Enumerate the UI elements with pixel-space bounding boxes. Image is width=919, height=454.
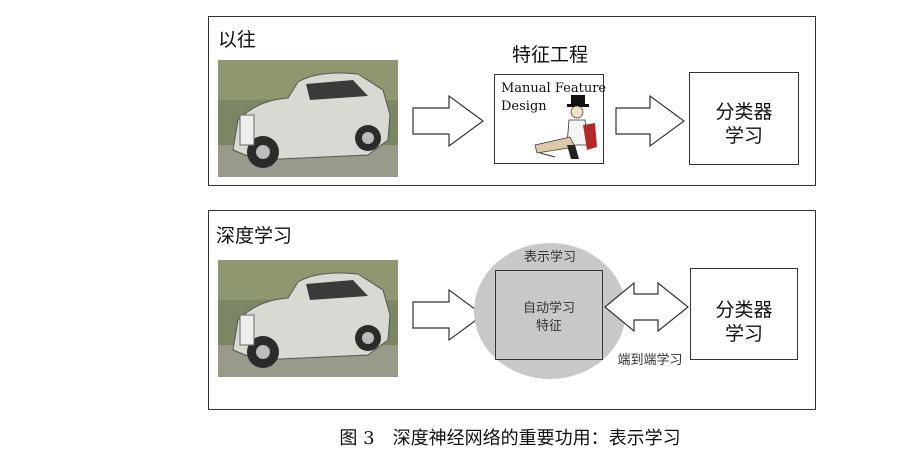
classifier-box-top: 分类器 学习 (689, 72, 799, 165)
feature-engineering-label: 特征工程 (495, 40, 605, 67)
car-photo-bottom (218, 260, 398, 377)
classifier-bottom-line2: 学习 (691, 319, 797, 346)
person-illustration (495, 75, 605, 165)
classifier-box-bottom: 分类器 学习 (690, 268, 798, 360)
manual-feature-box: Manual Feature Design (494, 74, 604, 164)
classifier-top-line1: 分类器 (690, 97, 798, 124)
figure-caption: 图 3 深度神经网络的重要功用：表示学习 (200, 424, 820, 450)
bottom-panel-title: 深度学习 (216, 221, 292, 248)
auto-feature-box: 自动学习 特征 (495, 270, 603, 360)
representation-learning-label: 表示学习 (500, 246, 600, 265)
classifier-bottom-line1: 分类器 (691, 295, 797, 322)
auto-feature-line2: 特征 (496, 315, 602, 334)
classifier-top-line2: 学习 (690, 121, 798, 148)
auto-feature-line1: 自动学习 (496, 297, 602, 316)
car-photo-top (218, 60, 398, 177)
end-to-end-label: 端到端学习 (605, 349, 695, 368)
top-panel-title: 以往 (218, 25, 256, 52)
